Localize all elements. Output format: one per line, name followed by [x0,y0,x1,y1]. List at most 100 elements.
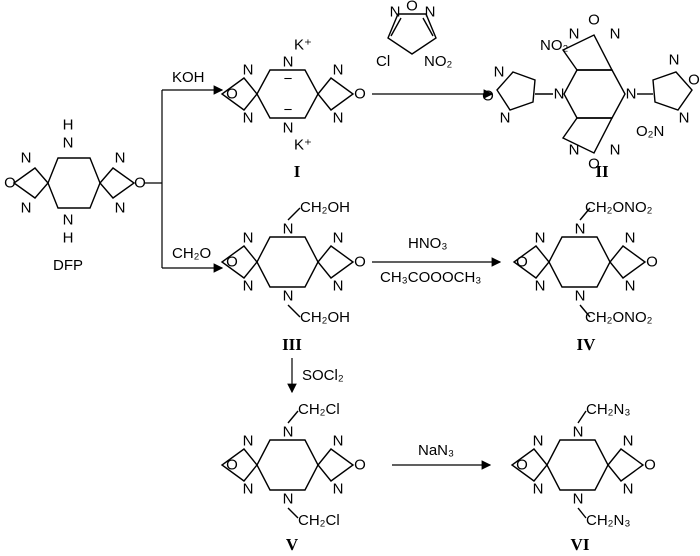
svg-text:CH₂Cl: CH₂Cl [298,401,340,418]
svg-text:N: N [669,52,680,69]
svg-text:N: N [535,230,546,247]
svg-text:O₂N: O₂N [636,123,664,140]
svg-text:N: N [63,212,74,229]
svg-text:CH₂N₃: CH₂N₃ [586,512,630,529]
svg-text:O: O [516,457,528,474]
svg-text:N: N [626,86,637,103]
label-compound-v: V [286,535,299,554]
reagent-acetyl-nitrate: CH₃COOOCH₃ [380,269,481,286]
compound-i: N K⁺ − N − K⁺ N N O N N O I [220,37,366,181]
svg-text:O: O [4,175,16,192]
reagent-hno3: HNO₃ [408,235,447,252]
svg-text:N: N [243,433,254,450]
svg-text:−: − [284,102,293,119]
svg-text:N: N [63,135,74,152]
svg-text:O: O [482,88,494,105]
svg-text:N: N [573,424,584,441]
svg-text:Cl: Cl [376,53,390,70]
svg-text:N: N [21,150,32,167]
svg-text:N: N [333,433,344,450]
svg-text:N: N [243,110,254,127]
svg-text:N: N [243,62,254,79]
reagent-koh: KOH [172,69,205,86]
compound-v: N N CH₂Cl CH₂Cl N N O N N O V [220,401,366,554]
svg-text:N: N [575,221,586,238]
compound-iii: N N CH₂OH CH₂OH N N O N N O III [220,199,366,354]
svg-text:O: O [134,175,146,192]
svg-text:N: N [333,481,344,498]
compound-dfp: N H N H N N O N N O DFP [4,117,146,275]
svg-text:N: N [243,230,254,247]
reagent-ch2o: CH₂O [172,245,211,262]
svg-text:O: O [406,0,418,15]
svg-text:N: N [554,86,565,103]
svg-text:O: O [354,457,366,474]
svg-text:N: N [115,200,126,217]
svg-text:N: N [243,481,254,498]
svg-text:N: N [333,278,344,295]
svg-text:N: N [494,64,505,81]
label-compound-iii: III [282,335,302,354]
svg-text:N: N [533,433,544,450]
label-compound-i: I [294,162,301,181]
svg-text:O: O [688,72,700,89]
svg-text:N: N [283,54,294,71]
svg-text:K⁺: K⁺ [294,37,312,54]
svg-text:H: H [63,230,74,247]
svg-text:O: O [354,254,366,271]
svg-text:N: N [573,491,584,508]
compound-vi: N N CH₂N₃ CH₂N₃ N N O N N O VI [510,401,656,554]
svg-text:N: N [623,481,634,498]
svg-text:N: N [625,230,636,247]
svg-text:O: O [226,86,238,103]
svg-text:N: N [333,62,344,79]
svg-text:N: N [333,230,344,247]
svg-text:N: N [283,221,294,238]
svg-text:N: N [575,288,586,305]
svg-text:−: − [284,71,293,88]
svg-text:O: O [354,86,366,103]
svg-text:CH₂OH: CH₂OH [300,199,350,216]
svg-text:O: O [226,254,238,271]
svg-text:O: O [588,12,600,29]
svg-text:N: N [115,150,126,167]
svg-text:N: N [569,26,580,43]
reagent-chloronitrofurazan: N N O Cl NO₂ [376,0,453,70]
branch-lines [145,85,224,273]
svg-text:N: N [283,120,294,137]
svg-text:N: N [679,110,690,127]
svg-text:NO₂: NO₂ [424,53,453,70]
svg-text:NO₂: NO₂ [540,37,569,54]
svg-text:N: N [390,4,401,21]
svg-text:N: N [610,142,621,159]
label-compound-vi: VI [571,535,590,554]
svg-text:O: O [588,156,600,173]
reagent-nan3: NaN₃ [418,442,454,459]
svg-text:N: N [243,278,254,295]
svg-text:N: N [533,481,544,498]
svg-text:CH₂ONO₂: CH₂ONO₂ [585,199,653,216]
svg-text:N: N [569,142,580,159]
svg-text:O: O [646,254,658,271]
svg-text:CH₂ONO₂: CH₂ONO₂ [585,309,653,326]
compound-iv: N N CH₂ONO₂ CH₂ONO₂ N N O N N O IV [512,199,658,354]
reagent-socl2: SOCl₂ [302,367,344,384]
svg-text:N: N [623,433,634,450]
svg-text:N: N [283,491,294,508]
label-compound-iv: IV [577,335,597,354]
svg-text:CH₂Cl: CH₂Cl [298,512,340,529]
svg-text:O: O [226,457,238,474]
svg-text:H: H [63,117,74,134]
svg-text:N: N [425,4,436,21]
svg-text:N: N [283,288,294,305]
label-compound-ii: II [595,162,609,181]
svg-text:K⁺: K⁺ [294,137,312,154]
svg-text:N: N [610,26,621,43]
svg-text:N: N [333,110,344,127]
svg-text:N: N [535,278,546,295]
svg-text:N: N [283,424,294,441]
svg-text:CH₂OH: CH₂OH [300,309,350,326]
svg-text:N: N [21,200,32,217]
svg-text:N: N [625,278,636,295]
